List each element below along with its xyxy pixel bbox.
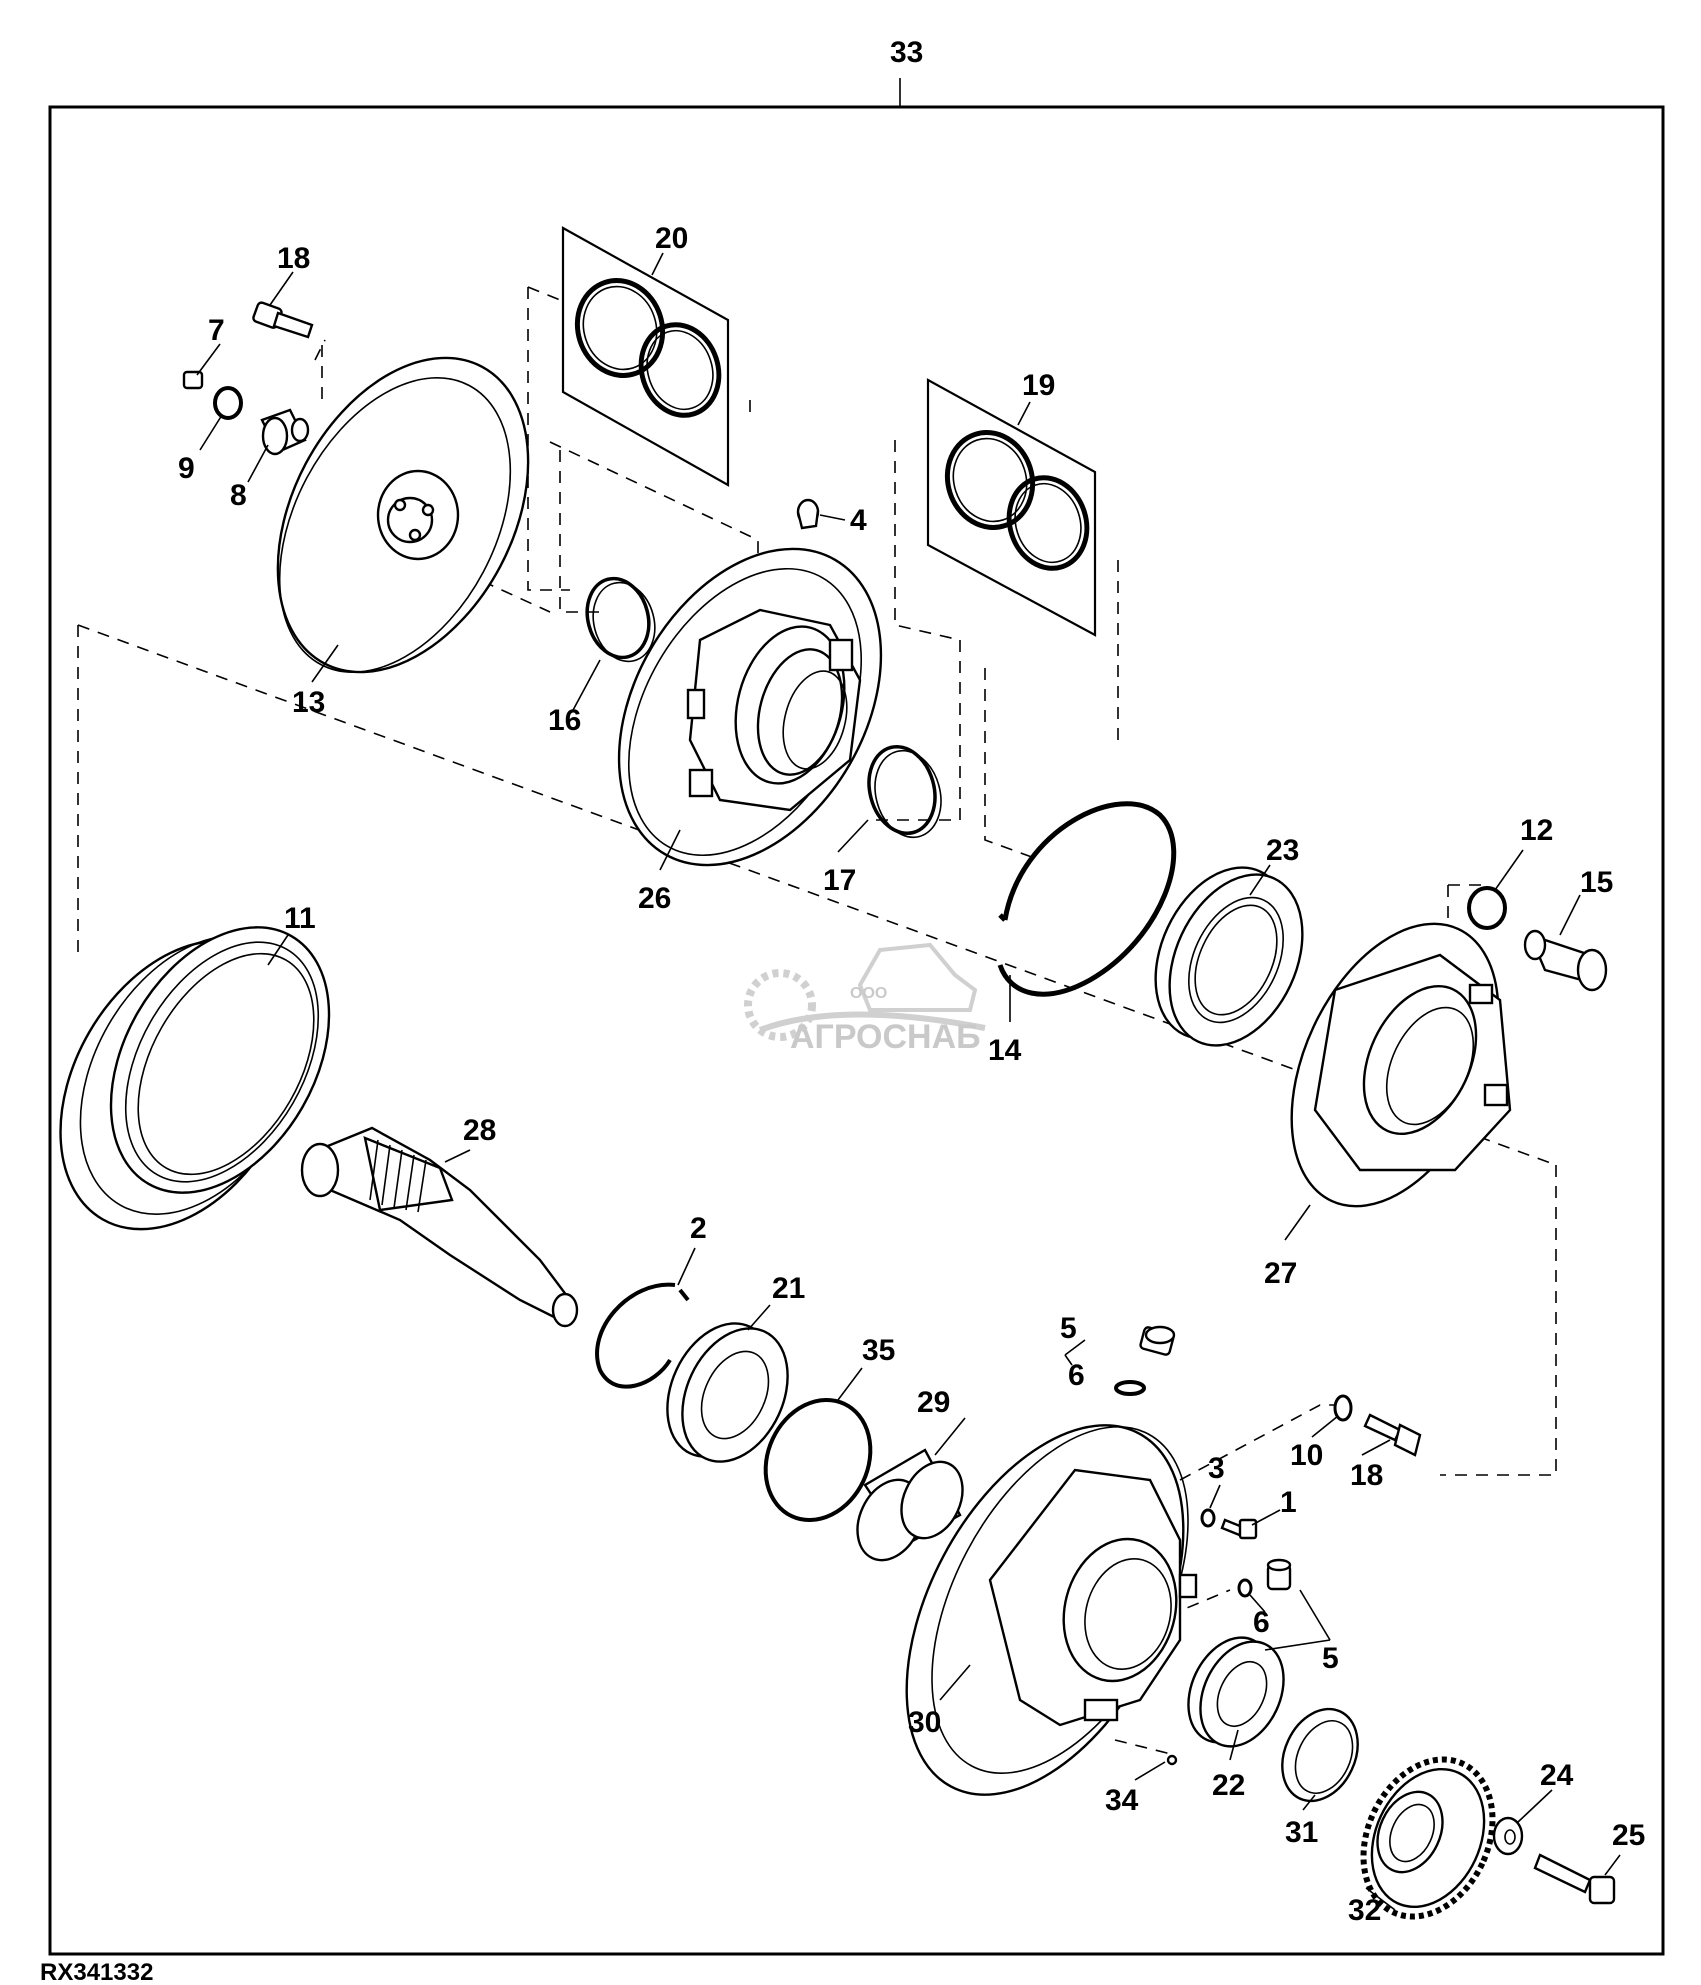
snap-ring-14 xyxy=(997,801,1177,997)
callout-3: 3 xyxy=(1208,1452,1225,1485)
callout-27: 27 xyxy=(1264,1257,1297,1290)
drum-11 xyxy=(59,926,331,1231)
callout-22: 22 xyxy=(1212,1769,1245,1802)
watermark-brand: АГРОСНАБ xyxy=(790,1018,981,1056)
bearing-22 xyxy=(1187,1636,1285,1748)
sleeve-29 xyxy=(856,1448,964,1562)
bolt-18-lower xyxy=(1363,1413,1422,1457)
callout-4: 4 xyxy=(850,504,867,537)
callout-24: 24 xyxy=(1540,1759,1574,1792)
washer-24 xyxy=(1492,1816,1524,1856)
shaft-28 xyxy=(300,1126,579,1328)
valve-8 xyxy=(260,408,310,456)
seal-31 xyxy=(1281,1707,1359,1803)
leader-lines xyxy=(196,252,1621,1911)
figure-reference-code: RX341332 xyxy=(40,1959,153,1985)
callout-30: 30 xyxy=(908,1706,941,1739)
callout-23: 23 xyxy=(1266,834,1299,867)
callout-19: 19 xyxy=(1022,369,1055,402)
plug-5-upper xyxy=(1139,1325,1176,1356)
callout-25: 25 xyxy=(1612,1819,1645,1852)
callout-35: 35 xyxy=(862,1334,895,1367)
bolt-1 xyxy=(1220,1518,1258,1540)
callout-18-lower: 18 xyxy=(1350,1459,1383,1492)
plug-4 xyxy=(796,498,820,530)
o-ring-9 xyxy=(213,386,243,420)
cover-27 xyxy=(1290,922,1512,1208)
callout-20: 20 xyxy=(655,222,688,255)
callout-8: 8 xyxy=(230,479,247,512)
callout-13: 13 xyxy=(292,686,325,719)
seal-ring-kit-20 xyxy=(561,226,730,487)
o-ring-10 xyxy=(1333,1394,1353,1422)
bolt-25 xyxy=(1533,1853,1616,1905)
plug-7 xyxy=(182,370,204,390)
callout-31: 31 xyxy=(1285,1816,1318,1849)
o-ring-12 xyxy=(1467,886,1507,930)
callout-6-upper: 6 xyxy=(1068,1359,1085,1392)
pump-plate-13 xyxy=(276,356,530,674)
watermark-prefix: ООО xyxy=(850,985,887,1002)
callout-33: 33 xyxy=(890,36,923,69)
sleeve-15 xyxy=(1523,929,1608,992)
o-ring-6-upper xyxy=(1114,1380,1146,1396)
callout-5-lower: 5 xyxy=(1322,1642,1339,1675)
diagram-frame xyxy=(48,105,1665,1956)
carrier-26 xyxy=(617,547,883,867)
callout-7: 7 xyxy=(208,314,225,347)
callout-1: 1 xyxy=(1280,1486,1297,1519)
callout-9: 9 xyxy=(178,452,195,485)
callout-16: 16 xyxy=(548,704,581,737)
snap-ring-2 xyxy=(595,1282,690,1389)
callout-11: 11 xyxy=(284,902,316,935)
ring-16 xyxy=(585,576,656,663)
housing-30 xyxy=(905,1424,1198,1796)
callout-labels: 33 20 19 18 7 9 8 4 13 16 26 17 12 15 23… xyxy=(178,36,1645,1927)
o-ring-6-lower xyxy=(1237,1578,1253,1598)
plug-5-lower xyxy=(1266,1558,1292,1591)
bolt-18-upper xyxy=(252,301,314,339)
callout-14: 14 xyxy=(988,1034,1022,1067)
callout-5-upper: 5 xyxy=(1060,1312,1077,1345)
callout-28: 28 xyxy=(463,1114,496,1147)
bearing-23 xyxy=(1154,866,1304,1047)
gear-32 xyxy=(1360,1756,1496,1920)
callout-10: 10 xyxy=(1290,1439,1323,1472)
callout-26: 26 xyxy=(638,882,671,915)
watermark-logo: ООО АГРОСНАБ xyxy=(744,942,986,1056)
callout-17: 17 xyxy=(823,864,856,897)
bearing-21 xyxy=(666,1322,789,1463)
callout-34: 34 xyxy=(1105,1784,1139,1817)
callout-12: 12 xyxy=(1520,814,1553,847)
seal-ring-kit-19 xyxy=(926,378,1097,637)
ring-17 xyxy=(867,744,942,839)
o-ring-3 xyxy=(1200,1508,1216,1528)
callout-21: 21 xyxy=(772,1272,805,1305)
callout-15: 15 xyxy=(1580,866,1613,899)
o-ring-35 xyxy=(763,1397,873,1523)
callout-29: 29 xyxy=(917,1386,950,1419)
pin-34 xyxy=(1166,1754,1178,1766)
callout-18-upper: 18 xyxy=(277,242,310,275)
callout-2: 2 xyxy=(690,1212,707,1245)
callout-6-lower: 6 xyxy=(1253,1606,1270,1639)
callout-32: 32 xyxy=(1348,1894,1381,1927)
